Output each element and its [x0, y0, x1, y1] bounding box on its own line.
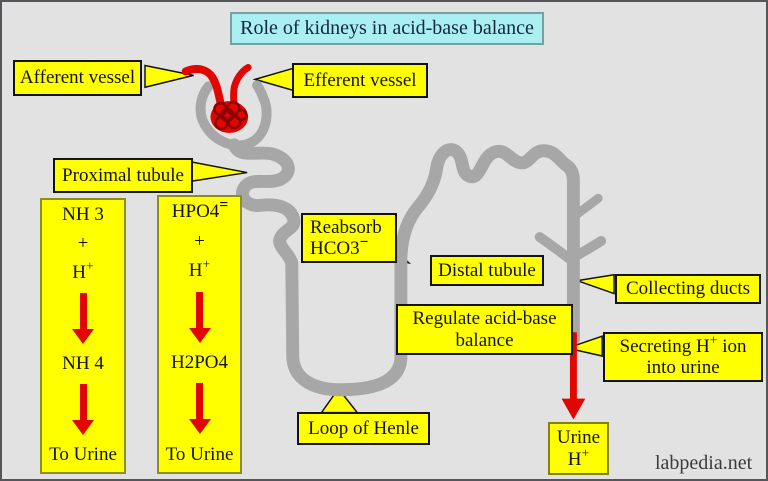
- hpo4-reactant: HPO4=: [171, 197, 228, 222]
- down-arrow: [188, 291, 211, 343]
- tubule-path: [227, 138, 580, 397]
- page-title: Role of kidneys in acid-base balance: [230, 12, 544, 45]
- reabsorb-hco3-label: Reabsorb HCO3−: [301, 213, 397, 263]
- secreting-line1: Secreting H+ ion: [619, 333, 747, 357]
- urine-line2: H+: [567, 446, 589, 470]
- proximal-tubule-label: Proximal tubule: [53, 158, 193, 193]
- hpo4-h-charge: +: [202, 256, 211, 272]
- regulate-balance-label: Regulate acid-base balance: [396, 304, 573, 355]
- phosphate-reaction-box: HPO4= + H+ H2PO4 To Urine: [157, 195, 242, 474]
- hco3-charge: −: [359, 233, 369, 251]
- glomerulus-group: [181, 63, 252, 133]
- nh3-hydrogen: H+: [72, 258, 94, 284]
- regulate-line1: Regulate acid-base: [412, 308, 557, 330]
- ammonia-reaction-box: NH 3 + H+ NH 4 To Urine: [40, 198, 126, 474]
- reabsorb-line1: Reabsorb: [310, 216, 382, 238]
- down-arrow: [72, 293, 94, 345]
- efferent-vessel-label: Efferent vessel: [292, 63, 428, 98]
- reabsorb-line2: HCO3−: [310, 234, 369, 259]
- h2po4-fate: To Urine: [165, 443, 234, 465]
- hco3-formula: HCO3: [310, 238, 360, 259]
- bowman-capsule: [195, 80, 272, 151]
- secreting-post: ion: [717, 335, 747, 357]
- urine-line1: Urine: [556, 427, 601, 449]
- urine-h: H: [567, 448, 582, 470]
- duct-branch-right-lower: [569, 236, 607, 262]
- afferent-vessel-text: Afferent vessel: [19, 67, 136, 89]
- secreting-h-ion-label: Secreting H+ ion into urine: [603, 332, 763, 382]
- loop-of-henle-text: Loop of Henle: [308, 417, 419, 439]
- hpo4-plus: +: [194, 230, 205, 252]
- collecting-tail: [577, 273, 615, 295]
- title-text: Role of kidneys in acid-base balance: [240, 17, 534, 39]
- nh3-plus: +: [77, 233, 89, 255]
- nephron-tubule: [195, 80, 607, 397]
- afferent-tail: [144, 64, 194, 89]
- h2po4-product: H2PO4: [170, 351, 228, 373]
- glomerulus-capillaries: [213, 100, 248, 131]
- nh3-h-charge: +: [86, 258, 94, 274]
- distal-tubule-text: Distal tubule: [438, 259, 536, 281]
- regulate-line2: balance: [455, 329, 514, 351]
- proximal-tail: [188, 160, 248, 183]
- nh4-product: NH 4: [62, 352, 104, 374]
- duct-branch-right-upper: [569, 193, 603, 221]
- watermark-text: labpedia.net: [655, 452, 753, 474]
- afferent-vessel-label: Afferent vessel: [13, 60, 142, 96]
- nh3-h: H: [72, 262, 86, 284]
- secreting-line2: into urine: [646, 357, 720, 378]
- efferent-vessel-path: [230, 63, 252, 109]
- proximal-tubule-text: Proximal tubule: [62, 164, 184, 186]
- hpo4-hydrogen: H+: [188, 256, 211, 282]
- hpo4-h: H: [188, 260, 203, 282]
- collecting-ducts-label: Collecting ducts: [615, 274, 761, 304]
- collecting-ducts-text: Collecting ducts: [625, 278, 750, 300]
- distal-tubule-label: Distal tubule: [430, 255, 544, 286]
- efferent-vessel-text: Efferent vessel: [303, 69, 417, 91]
- nh4-fate: To Urine: [49, 443, 117, 465]
- loop-of-henle-label: Loop of Henle: [297, 412, 430, 445]
- hpo4-charge: =: [219, 196, 228, 214]
- hpo4-formula: HPO4: [171, 201, 220, 222]
- secretion-arrow: [561, 332, 586, 420]
- down-arrow: [72, 383, 94, 435]
- secreting-sup: +: [709, 332, 718, 348]
- down-arrow: [188, 383, 211, 435]
- secreting-pre: Secreting H: [619, 335, 710, 357]
- nh3-reactant: NH 3: [62, 204, 104, 225]
- watermark: labpedia.net: [655, 452, 752, 475]
- secreting-tail: [564, 335, 603, 357]
- urine-label: Urine H+: [548, 422, 609, 475]
- urine-h-charge: +: [581, 445, 590, 461]
- afferent-vessel-path: [181, 65, 225, 107]
